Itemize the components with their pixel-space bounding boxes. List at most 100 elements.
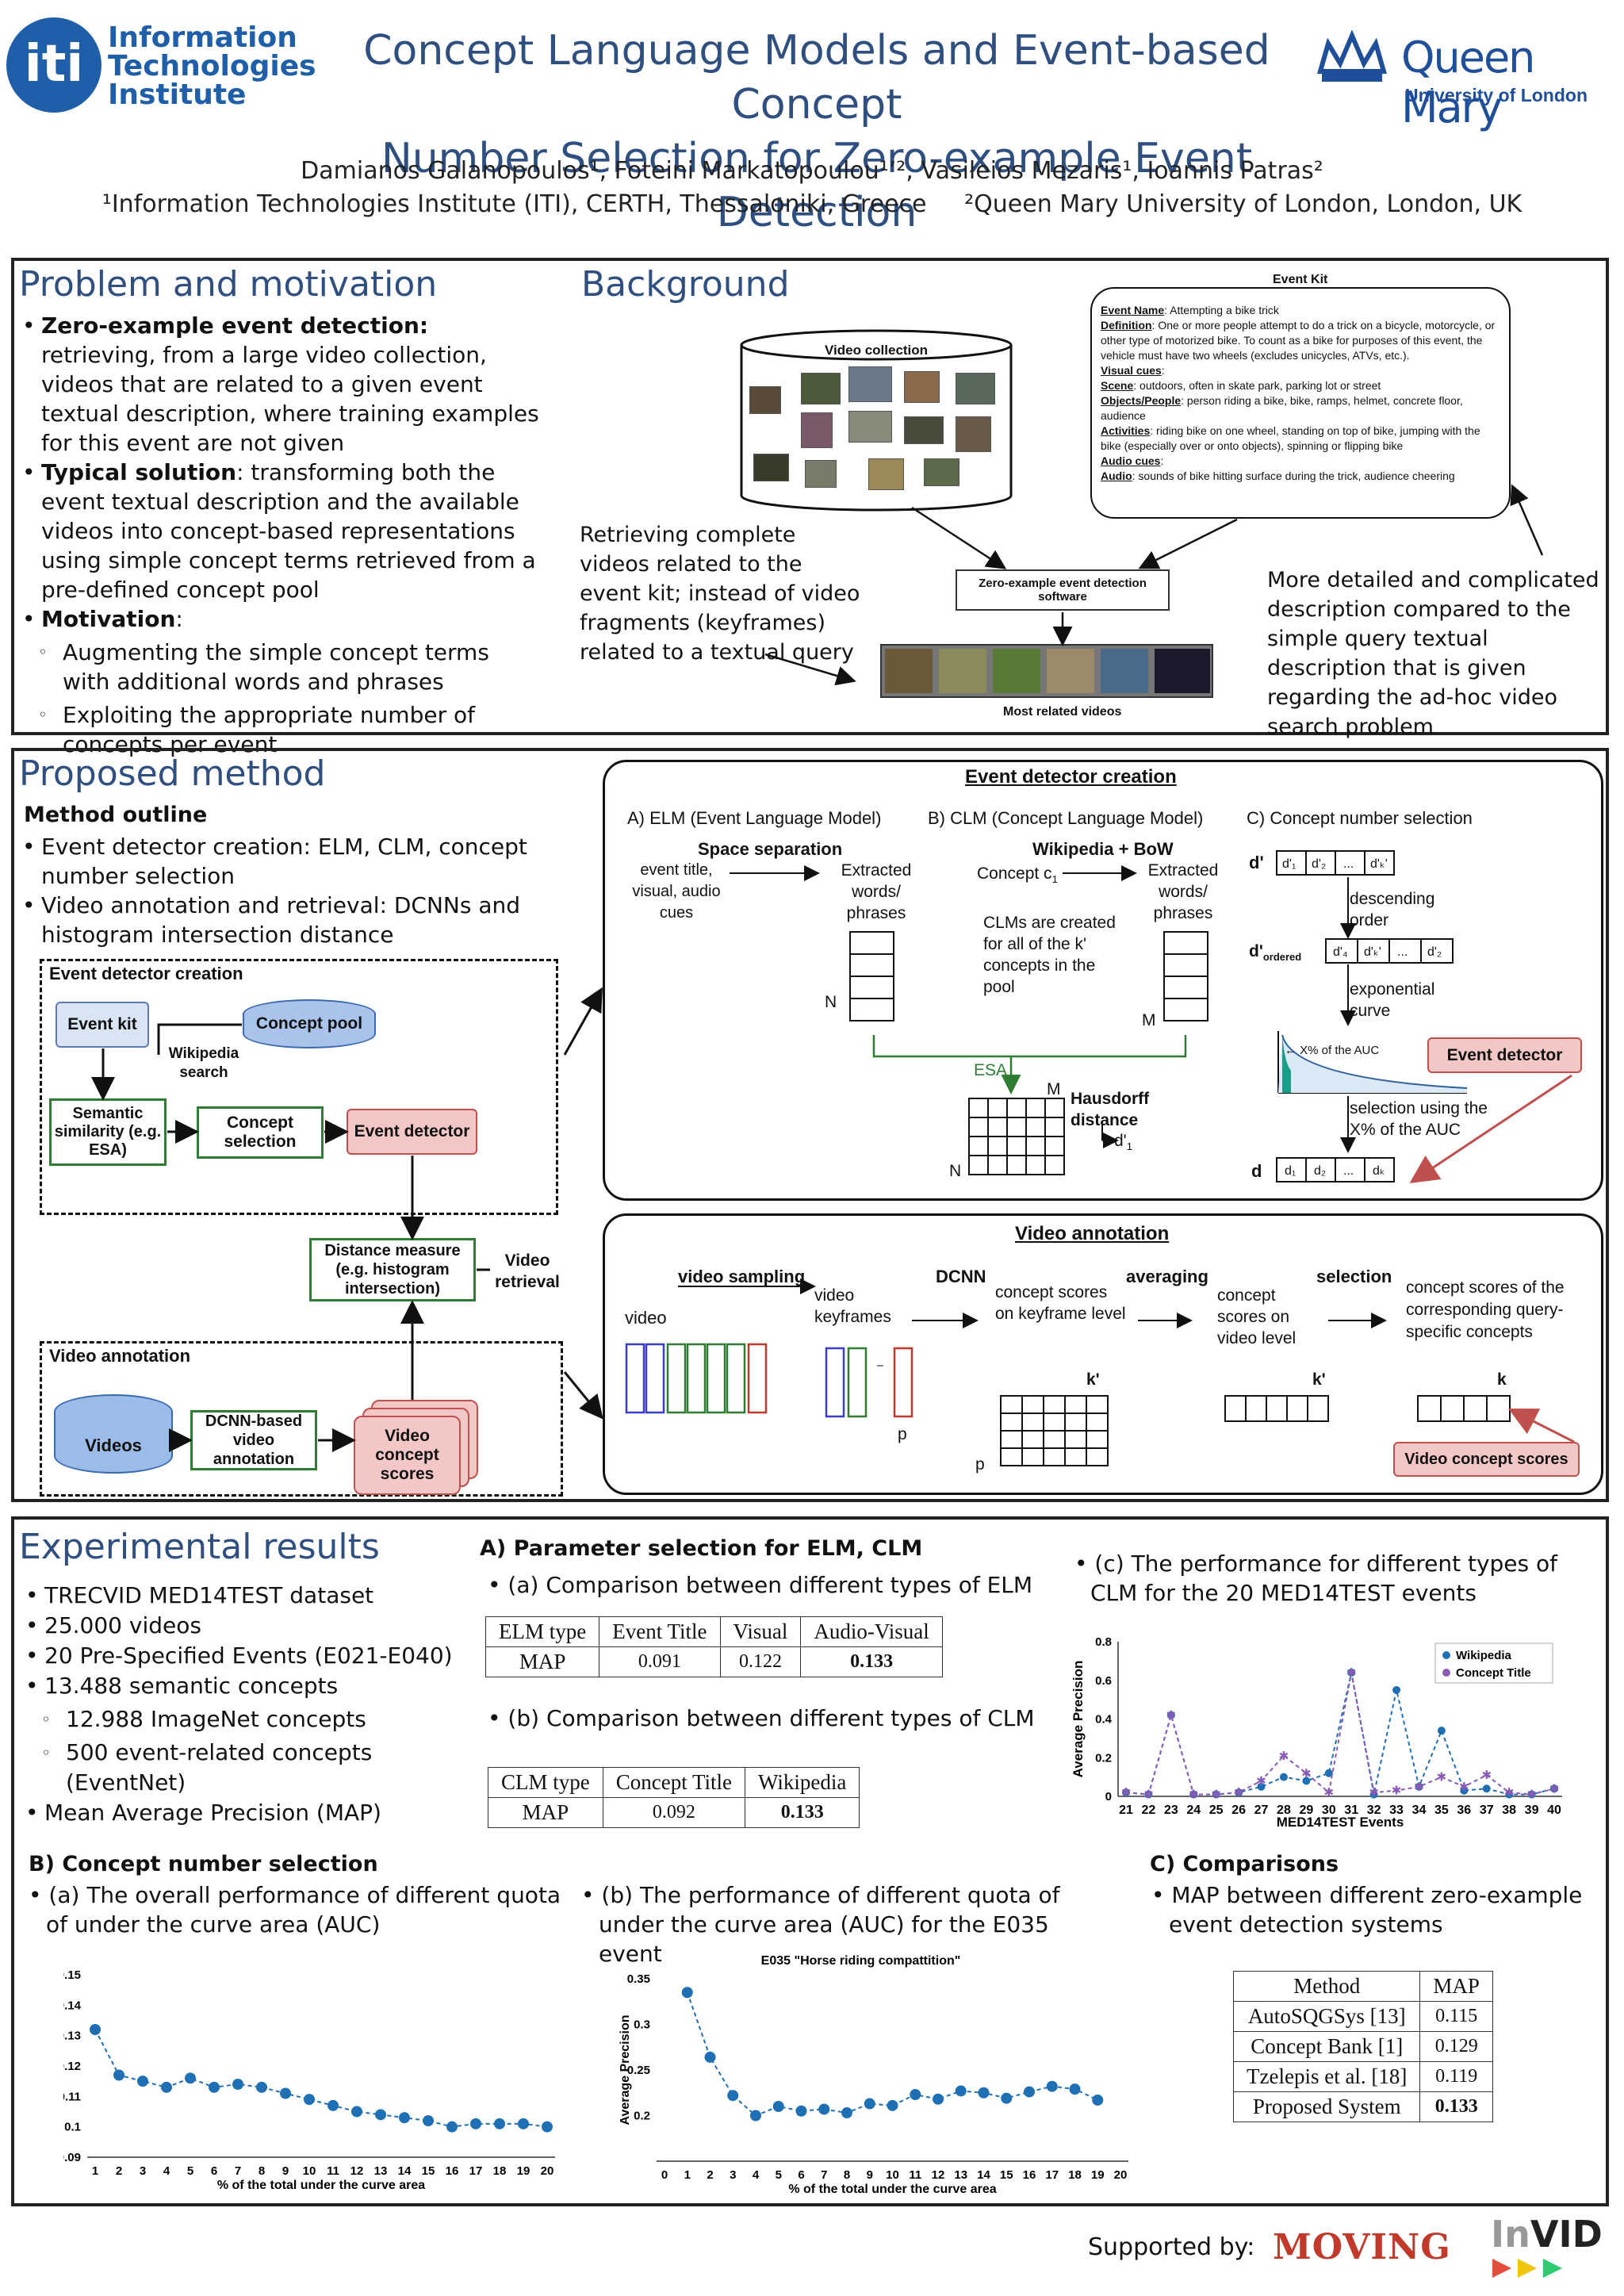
x-tick-label: 38 <box>1502 1803 1516 1817</box>
problem-bullet-2: Typical solution: transforming both the … <box>19 458 542 604</box>
clm-table: CLM type Concept Title Wikipedia MAP 0.0… <box>488 1767 860 1828</box>
x-tick-label: 8 <box>844 2168 850 2182</box>
data-point <box>704 2051 716 2063</box>
auc-label: ← X% of the AUC <box>1285 1044 1380 1057</box>
x-tick-label: 16 <box>1023 2168 1036 2182</box>
dprime-cell-3: ... <box>1343 857 1354 871</box>
ek-def-val: : One or more people attempt to do a tri… <box>1101 319 1496 362</box>
x-tick-label: 28 <box>1277 1803 1291 1817</box>
x-tick-label: 40 <box>1547 1803 1561 1817</box>
x-tick-label: 30 <box>1322 1803 1336 1817</box>
va-label: Video annotation <box>49 1346 191 1366</box>
method-bullet-1: Event detector creation: ELM, CLM, conce… <box>19 832 542 891</box>
x-tick-label: 2 <box>116 2164 122 2178</box>
legend-label: Wikipedia <box>1456 1649 1512 1662</box>
k1-label: k' <box>1086 1370 1100 1389</box>
method-title: Proposed method <box>19 753 326 794</box>
param-sel-title: A) Parameter selection for ELM, CLM <box>480 1536 923 1561</box>
x-axis-label: % of the total under the curve area <box>217 2179 425 2192</box>
data-point: ✱ <box>1121 1786 1132 1800</box>
y-axis-label: Average Precision <box>1071 1661 1086 1778</box>
data-point <box>727 2090 739 2102</box>
x-tick-label: 22 <box>1142 1803 1156 1817</box>
ek-def-key: Definition <box>1101 319 1152 332</box>
data-point <box>1437 1727 1446 1735</box>
comp-table-row: AutoSQGSys [13]0.115 <box>1232 2001 1493 2032</box>
x-tick-label: 11 <box>327 2164 339 2178</box>
qm-name: Queen Mary <box>1401 33 1535 132</box>
x-tick-label: 3 <box>730 2168 736 2182</box>
y-tick-label: 0.09 <box>63 2151 81 2164</box>
iti-name-2: Technologies <box>108 50 316 82</box>
param-sel-a-text: (a) Comparison between different types o… <box>508 1572 1033 1598</box>
comp-td: AutoSQGSys [13] <box>1232 2001 1421 2032</box>
video-collection-label: Video collection <box>825 343 929 358</box>
title-line-1: Concept Language Models and Event-based … <box>363 27 1270 128</box>
data-point <box>841 2107 852 2119</box>
x-tick-label: 1 <box>684 2168 691 2182</box>
problem-bullet-1: Zero-example event detection: retrieving… <box>19 311 542 458</box>
data-point: ✱ <box>1437 1771 1447 1784</box>
param-sel-a: • (a) Comparison between different types… <box>488 1572 1033 1598</box>
qm-sub: University of London <box>1405 85 1588 105</box>
vcs-node: Video concept scores <box>354 1416 461 1495</box>
related-thumbnail <box>1047 649 1094 693</box>
qm-logo: Queen Mary University of London <box>1312 28 1622 132</box>
elm-vector <box>849 931 894 1022</box>
results-title: Experimental results <box>19 1527 380 1567</box>
esa-label: ESA <box>974 1061 1008 1079</box>
y-tick-label: 0.12 <box>63 2060 81 2073</box>
supported-by: Supported by: <box>1088 2233 1255 2261</box>
series-line <box>1125 1672 1555 1796</box>
comparisons-title: C) Comparisons <box>1150 1852 1339 1876</box>
video-thumbnail <box>801 412 833 448</box>
y-tick-label: 0.6 <box>1095 1674 1112 1688</box>
authors: Damianos Galanopoulos¹, Foteini Markatop… <box>301 157 1323 185</box>
video-level-vector <box>1224 1395 1329 1422</box>
x-tick-label: 39 <box>1525 1803 1539 1817</box>
x-tick-label: 11 <box>909 2168 921 2182</box>
play-icons <box>1492 2259 1562 2278</box>
dord-cell-1: d'₄ <box>1333 945 1348 959</box>
hausdorff-label: Hausdorff distance <box>1071 1090 1150 1129</box>
data-point <box>470 2118 481 2129</box>
ek-vc-key: Visual cues <box>1101 364 1162 377</box>
dord-cell-2: d'ₖ' <box>1364 945 1381 959</box>
dprime-label: d' <box>1249 853 1264 872</box>
data-point: ✱ <box>1324 1786 1335 1800</box>
elm-title: A) ELM (Event Language Model) <box>627 808 882 828</box>
concept-number-cells <box>1276 850 1454 1182</box>
comp-th: Method <box>1232 1971 1421 2002</box>
ek-name: Event Name: Attempting a bike trick <box>1101 303 1501 318</box>
video-thumbnail <box>848 411 892 443</box>
elm-table-row: MAP 0.091 0.122 0.133 <box>485 1646 943 1677</box>
x-tick-label: 6 <box>211 2164 217 2178</box>
legend-marker <box>1442 1651 1450 1659</box>
ek-visual-cues: Visual cues: <box>1101 363 1501 378</box>
x-tick-label: 6 <box>798 2168 804 2182</box>
ek-obj-val: : person riding a bike, bike, ramps, hel… <box>1101 394 1463 422</box>
data-point <box>1324 1769 1333 1777</box>
data-point: ✱ <box>1369 1786 1379 1800</box>
data-point <box>1024 2086 1035 2098</box>
method-list: Event detector creation: ELM, CLM, conce… <box>19 832 542 949</box>
ek-name-key: Event Name <box>1101 304 1165 316</box>
event-kit-text: Event Name: Attempting a bike trick Defi… <box>1101 303 1501 484</box>
ek-audio-val: : sounds of bike hitting surface during … <box>1132 470 1455 482</box>
dord-label: d'ordered <box>1249 941 1301 968</box>
clm-input-sub: 1 <box>1051 873 1058 886</box>
ek-scene: Scene: outdoors, often in skate park, pa… <box>1101 378 1501 393</box>
x-tick-label: 14 <box>977 2168 990 2182</box>
data-point <box>1257 1782 1266 1791</box>
data-point: ✱ <box>1301 1767 1312 1780</box>
x-tick-label: 3 <box>140 2164 146 2178</box>
elm-td: 0.133 <box>800 1646 943 1677</box>
ek-ac-key: Audio cues <box>1101 454 1161 467</box>
x-tick-label: 5 <box>187 2164 193 2178</box>
results-sub-1: 12.988 ImageNet concepts <box>22 1704 498 1734</box>
x-tick-label: 33 <box>1389 1803 1404 1817</box>
elm-table: ELM type Event Title Visual Audio-Visual… <box>485 1616 943 1677</box>
results-list: TRECVID MED14TEST dataset 25.000 videos … <box>22 1581 498 1828</box>
